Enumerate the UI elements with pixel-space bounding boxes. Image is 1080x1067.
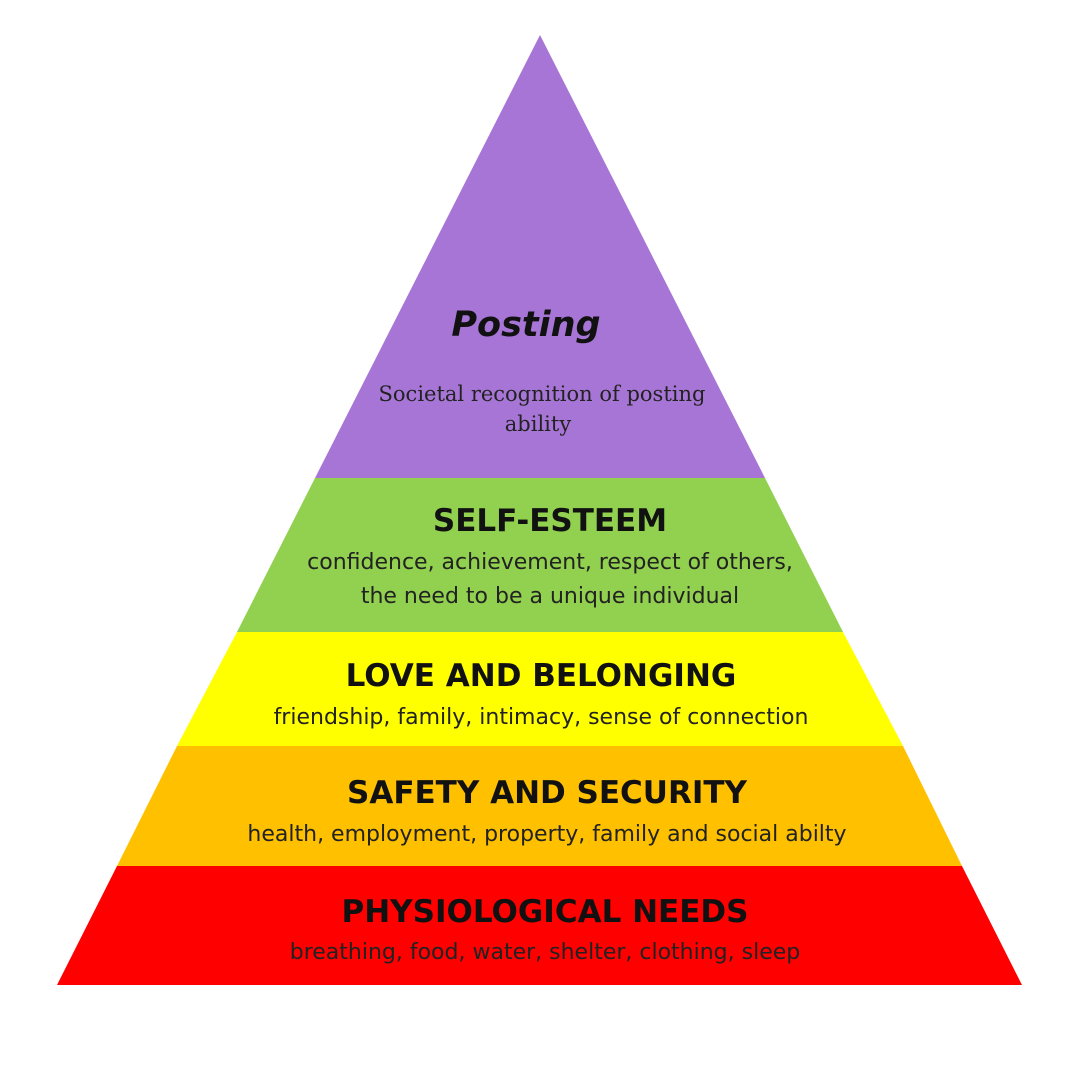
tier-safety-and-security-desc: health, employment, property, family and… bbox=[247, 822, 846, 847]
tier-love-and-belonging-shape bbox=[177, 632, 903, 746]
tier-safety-and-security-title: SAFETY AND SECURITY bbox=[347, 775, 747, 811]
tier-self-esteem-desc-line-2: the need to be a unique individual bbox=[361, 584, 739, 609]
tier-posting-title: Posting bbox=[451, 305, 600, 345]
tier-safety-and-security: SAFETY AND SECURITY health, employment, … bbox=[117, 746, 962, 866]
tier-self-esteem-shape bbox=[237, 478, 843, 632]
tier-posting-desc-line-1: Societal recognition of posting bbox=[379, 382, 706, 406]
tier-self-esteem-desc-line-1: confidence, achievement, respect of othe… bbox=[307, 550, 793, 575]
tier-posting-shape bbox=[315, 35, 765, 478]
tier-love-and-belonging: LOVE AND BELONGING friendship, family, i… bbox=[177, 632, 903, 746]
tier-physiological-needs-title: PHYSIOLOGICAL NEEDS bbox=[342, 894, 749, 930]
tier-physiological-needs-shape bbox=[57, 866, 1022, 985]
tier-physiological-needs: PHYSIOLOGICAL NEEDS breathing, food, wat… bbox=[57, 866, 1022, 985]
tier-self-esteem-title: SELF-ESTEEM bbox=[433, 503, 667, 539]
tier-safety-and-security-shape bbox=[117, 746, 962, 866]
tier-physiological-needs-desc: breathing, food, water, shelter, clothin… bbox=[290, 940, 801, 965]
tier-posting: Posting Societal recognition of posting … bbox=[315, 35, 765, 478]
tier-love-and-belonging-title: LOVE AND BELONGING bbox=[346, 658, 737, 694]
tier-self-esteem: SELF-ESTEEM confidence, achievement, res… bbox=[237, 478, 843, 632]
tier-posting-desc-line-2: ability bbox=[505, 412, 572, 436]
tier-love-and-belonging-desc: friendship, family, intimacy, sense of c… bbox=[274, 705, 809, 730]
